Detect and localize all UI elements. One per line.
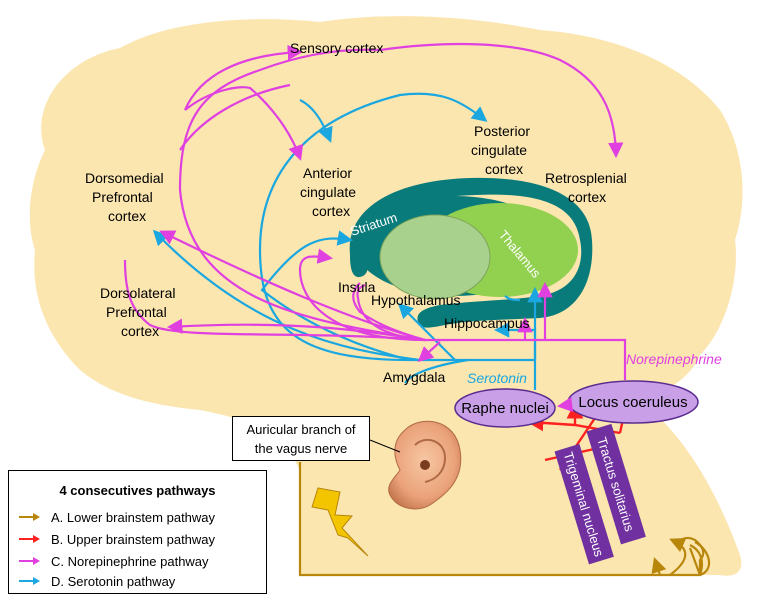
legend-item-c: C. Norepinephrine pathway [19,551,209,571]
raphe-nuclei-label: Raphe nuclei [461,400,549,417]
posterior-cingulate-label-1: Posterior [474,123,530,139]
hypothalamus-label: Hypothalamus [371,292,461,308]
legend: 4 consecutives pathways A. Lower brainst… [8,470,267,594]
legend-label-d: D. Serotonin pathway [51,573,176,589]
lightning-icon [311,487,369,557]
locus-coeruleus-label: Locus coeruleus [578,394,687,411]
serotonin-label: Serotonin [467,370,527,386]
dlpfc-label-2: Prefrontal [106,304,167,320]
auricular-branch-callout: Auricular branch of the vagus nerve [232,416,370,461]
ear-icon [388,420,462,510]
insula-label: Insula [338,279,376,295]
callout-line-2: the vagus nerve [254,440,348,456]
raphe-nuclei-node [454,388,556,428]
inner-ellipse [379,214,491,300]
posterior-cingulate-label-3: cortex [485,161,523,177]
brain-outline [29,16,743,576]
posterior-cingulate-label-2: cingulate [471,142,527,158]
legend-arrow-b-icon [19,535,40,543]
legend-item-d: D. Serotonin pathway [19,571,175,591]
legend-title: 4 consecutives pathways [59,483,216,498]
dmpfc-label-3: cortex [108,208,146,224]
dmpfc-label-1: Dorsomedial [85,170,164,186]
retrosplenial-label-2: cortex [568,189,606,205]
legend-arrow-d-icon [19,577,40,585]
locus-to-raphe-arrow [556,396,574,413]
legend-arrow-a-icon [19,513,40,521]
legend-label-b: B. Upper brainstem pathway [51,531,216,547]
sensory-cortex-label: Sensory cortex [290,40,383,56]
dmpfc-label-2: Prefrontal [92,189,153,205]
norepinephrine-pathway [123,42,627,380]
anterior-cingulate-label-3: cortex [312,203,350,219]
hippocampus-label: Hippocampus [444,315,530,331]
legend-arrow-c-icon [19,557,40,565]
anterior-cingulate-label-2: cingulate [300,184,356,200]
norepinephrine-label: Norepinephrine [626,351,722,367]
legend-label-c: C. Norepinephrine pathway [51,553,209,569]
dlpfc-label-1: Dorsolateral [100,285,175,301]
lower-brainstem-pathway [298,462,711,577]
anterior-cingulate-label-1: Anterior [303,165,352,181]
dlpfc-label-3: cortex [121,323,159,339]
callout-line-1: Auricular branch of [246,421,356,437]
amygdala-label: Amygdala [383,369,445,385]
serotonin-pathway [152,92,543,390]
legend-item-b: B. Upper brainstem pathway [19,529,215,549]
legend-item-a: A. Lower brainstem pathway [19,507,215,527]
callout-pointer [369,439,401,453]
legend-label-a: A. Lower brainstem pathway [51,509,216,525]
retrosplenial-label-1: Retrosplenial [545,170,627,186]
